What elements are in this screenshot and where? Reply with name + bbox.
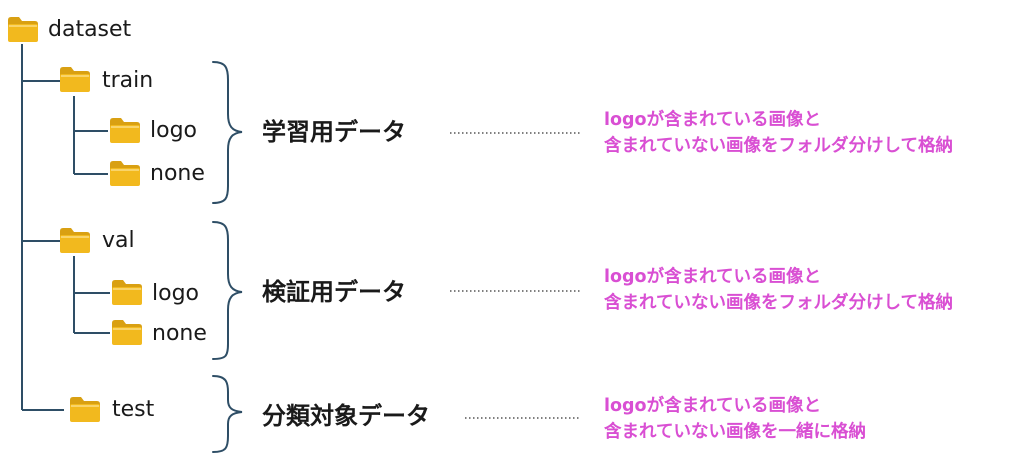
- group-note-val: logoが含まれている画像と 含まれていない画像をフォルダ分けして格納: [604, 264, 953, 316]
- dotted-leaders: [450, 132, 580, 419]
- folder-icon-test: [70, 397, 100, 422]
- folder-label-train: train: [102, 68, 154, 93]
- group-label-train: 学習用データ: [262, 118, 406, 146]
- folder-label-val-logo: logo: [152, 281, 199, 306]
- test-group-brace: [212, 375, 243, 453]
- group-note-test-line-1: logoが含まれている画像と: [604, 396, 822, 416]
- folder-icon-val-logo: [112, 280, 142, 305]
- group-note-train: logoが含まれている画像と 含まれていない画像をフォルダ分けして格納: [604, 107, 953, 159]
- folder-icon-train-logo: [110, 118, 140, 143]
- group-note-test: logoが含まれている画像と 含まれていない画像を一緒に格納: [604, 393, 866, 445]
- group-label-val: 検証用データ: [262, 278, 406, 306]
- group-note-test-line-2: 含まれていない画像を一緒に格納: [604, 422, 866, 442]
- folder-label-train-logo: logo: [150, 118, 197, 143]
- tree-lines: [21, 44, 110, 411]
- folder-label-train-none: none: [150, 161, 205, 186]
- folder-label-val: val: [102, 228, 135, 253]
- folder-label-val-none: none: [152, 321, 207, 346]
- folder-icon-train-none: [110, 161, 140, 186]
- group-note-val-line-2: 含まれていない画像をフォルダ分けして格納: [604, 293, 953, 313]
- group-note-train-line-1: logoが含まれている画像と: [604, 110, 822, 130]
- val-group-brace: [212, 221, 243, 360]
- group-label-test: 分類対象データ: [262, 402, 430, 430]
- folder-label-dataset: dataset: [48, 17, 132, 42]
- train-group-brace: [212, 61, 243, 204]
- folder-icon-val: [60, 228, 90, 253]
- group-note-val-line-1: logoが含まれている画像と: [604, 267, 822, 287]
- folder-label-test: test: [112, 397, 155, 422]
- folder-icon-train: [60, 67, 90, 92]
- folder-icon-val-none: [112, 320, 142, 345]
- folder-icon-dataset: [8, 17, 38, 42]
- group-braces: [212, 61, 243, 453]
- group-note-train-line-2: 含まれていない画像をフォルダ分けして格納: [604, 136, 953, 156]
